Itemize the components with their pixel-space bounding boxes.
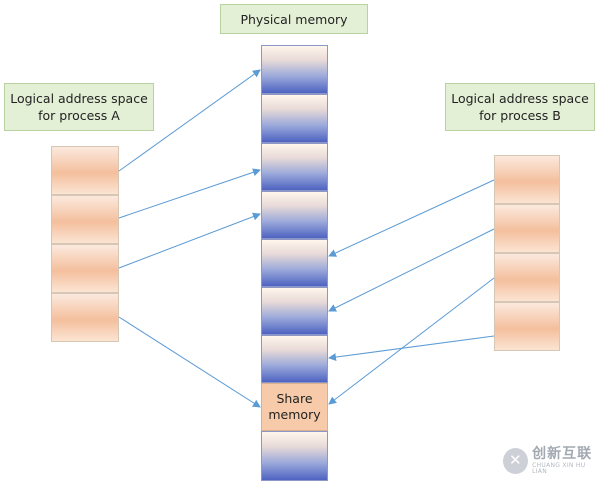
arrow-a3-to-frame4 xyxy=(118,212,261,269)
physical-frame-6 xyxy=(261,287,328,335)
watermark: 创新互联 CHUANG XIN HU LIAN xyxy=(503,447,600,475)
arrow-b1-to-frame5 xyxy=(328,179,495,257)
physical-frame-1 xyxy=(261,45,328,94)
share-memory-label: Share memory xyxy=(268,391,321,422)
process-b-label: Logical address space for process B xyxy=(445,83,595,131)
process-a-label-text: Logical address space for process A xyxy=(10,91,148,123)
physical-frame-4 xyxy=(261,191,328,239)
arrow-a2-to-frame3 xyxy=(118,168,261,219)
physical-frame-9 xyxy=(261,431,328,481)
share-memory-frame: Share memory xyxy=(261,383,328,431)
process-b-page-1 xyxy=(494,155,560,204)
process-a-page-1 xyxy=(51,146,119,195)
process-b-page-2 xyxy=(494,204,560,253)
process-b-page-4 xyxy=(494,302,560,351)
physical-frame-3 xyxy=(261,143,328,191)
physical-frame-2 xyxy=(261,94,328,143)
physical-frame-7 xyxy=(261,335,328,383)
watermark-logo-icon xyxy=(503,448,529,474)
arrow-a1-to-frame1 xyxy=(118,69,261,172)
arrow-b3-to-share xyxy=(328,277,495,405)
arrow-b2-to-frame6 xyxy=(328,228,495,312)
process-a-page-4 xyxy=(51,293,119,342)
arrow-b4-to-frame7 xyxy=(328,335,495,362)
process-b-label-text: Logical address space for process B xyxy=(451,91,589,123)
watermark-text: 创新互联 xyxy=(532,446,593,462)
physical-frame-5 xyxy=(261,239,328,287)
physical-memory-label-text: Physical memory xyxy=(240,11,348,27)
process-a-label: Logical address space for process A xyxy=(4,83,154,131)
process-a-page-2 xyxy=(51,195,119,244)
process-a-page-3 xyxy=(51,244,119,293)
process-b-page-3 xyxy=(494,253,560,302)
watermark-subtext: CHUANG XIN HU LIAN xyxy=(532,462,586,475)
physical-memory-label: Physical memory xyxy=(220,4,368,34)
arrow-a4-to-share xyxy=(118,316,261,408)
